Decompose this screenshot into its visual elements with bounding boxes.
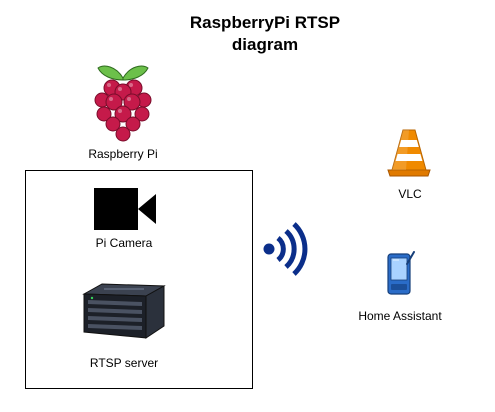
wireless-signal-icon	[263, 222, 308, 276]
vlc-cone-icon	[387, 129, 431, 177]
raspberry-pi-container	[25, 170, 253, 389]
home-assistant-label: Home Assistant	[358, 309, 442, 323]
home-assistant-node	[385, 250, 415, 298]
video-camera-icon	[94, 188, 156, 230]
server-icon	[82, 283, 166, 339]
rtsp-server-node	[82, 282, 166, 340]
rtsp-server-label: RTSP server	[89, 356, 159, 370]
raspberry-pi-node	[88, 62, 158, 150]
diagram-title: RaspberryPi RTSP diagram	[150, 12, 380, 56]
vlc-node	[386, 128, 432, 178]
pi-camera-node	[94, 188, 156, 230]
pi-camera-label: Pi Camera	[95, 236, 153, 250]
wireless-node	[262, 220, 314, 278]
diagram-title-text: RaspberryPi RTSP diagram	[189, 13, 341, 54]
pda-device-icon	[387, 251, 415, 295]
vlc-label: VLC	[398, 187, 422, 201]
raspberry-icon	[94, 65, 152, 142]
raspberry-pi-label: Raspberry Pi	[88, 147, 158, 161]
